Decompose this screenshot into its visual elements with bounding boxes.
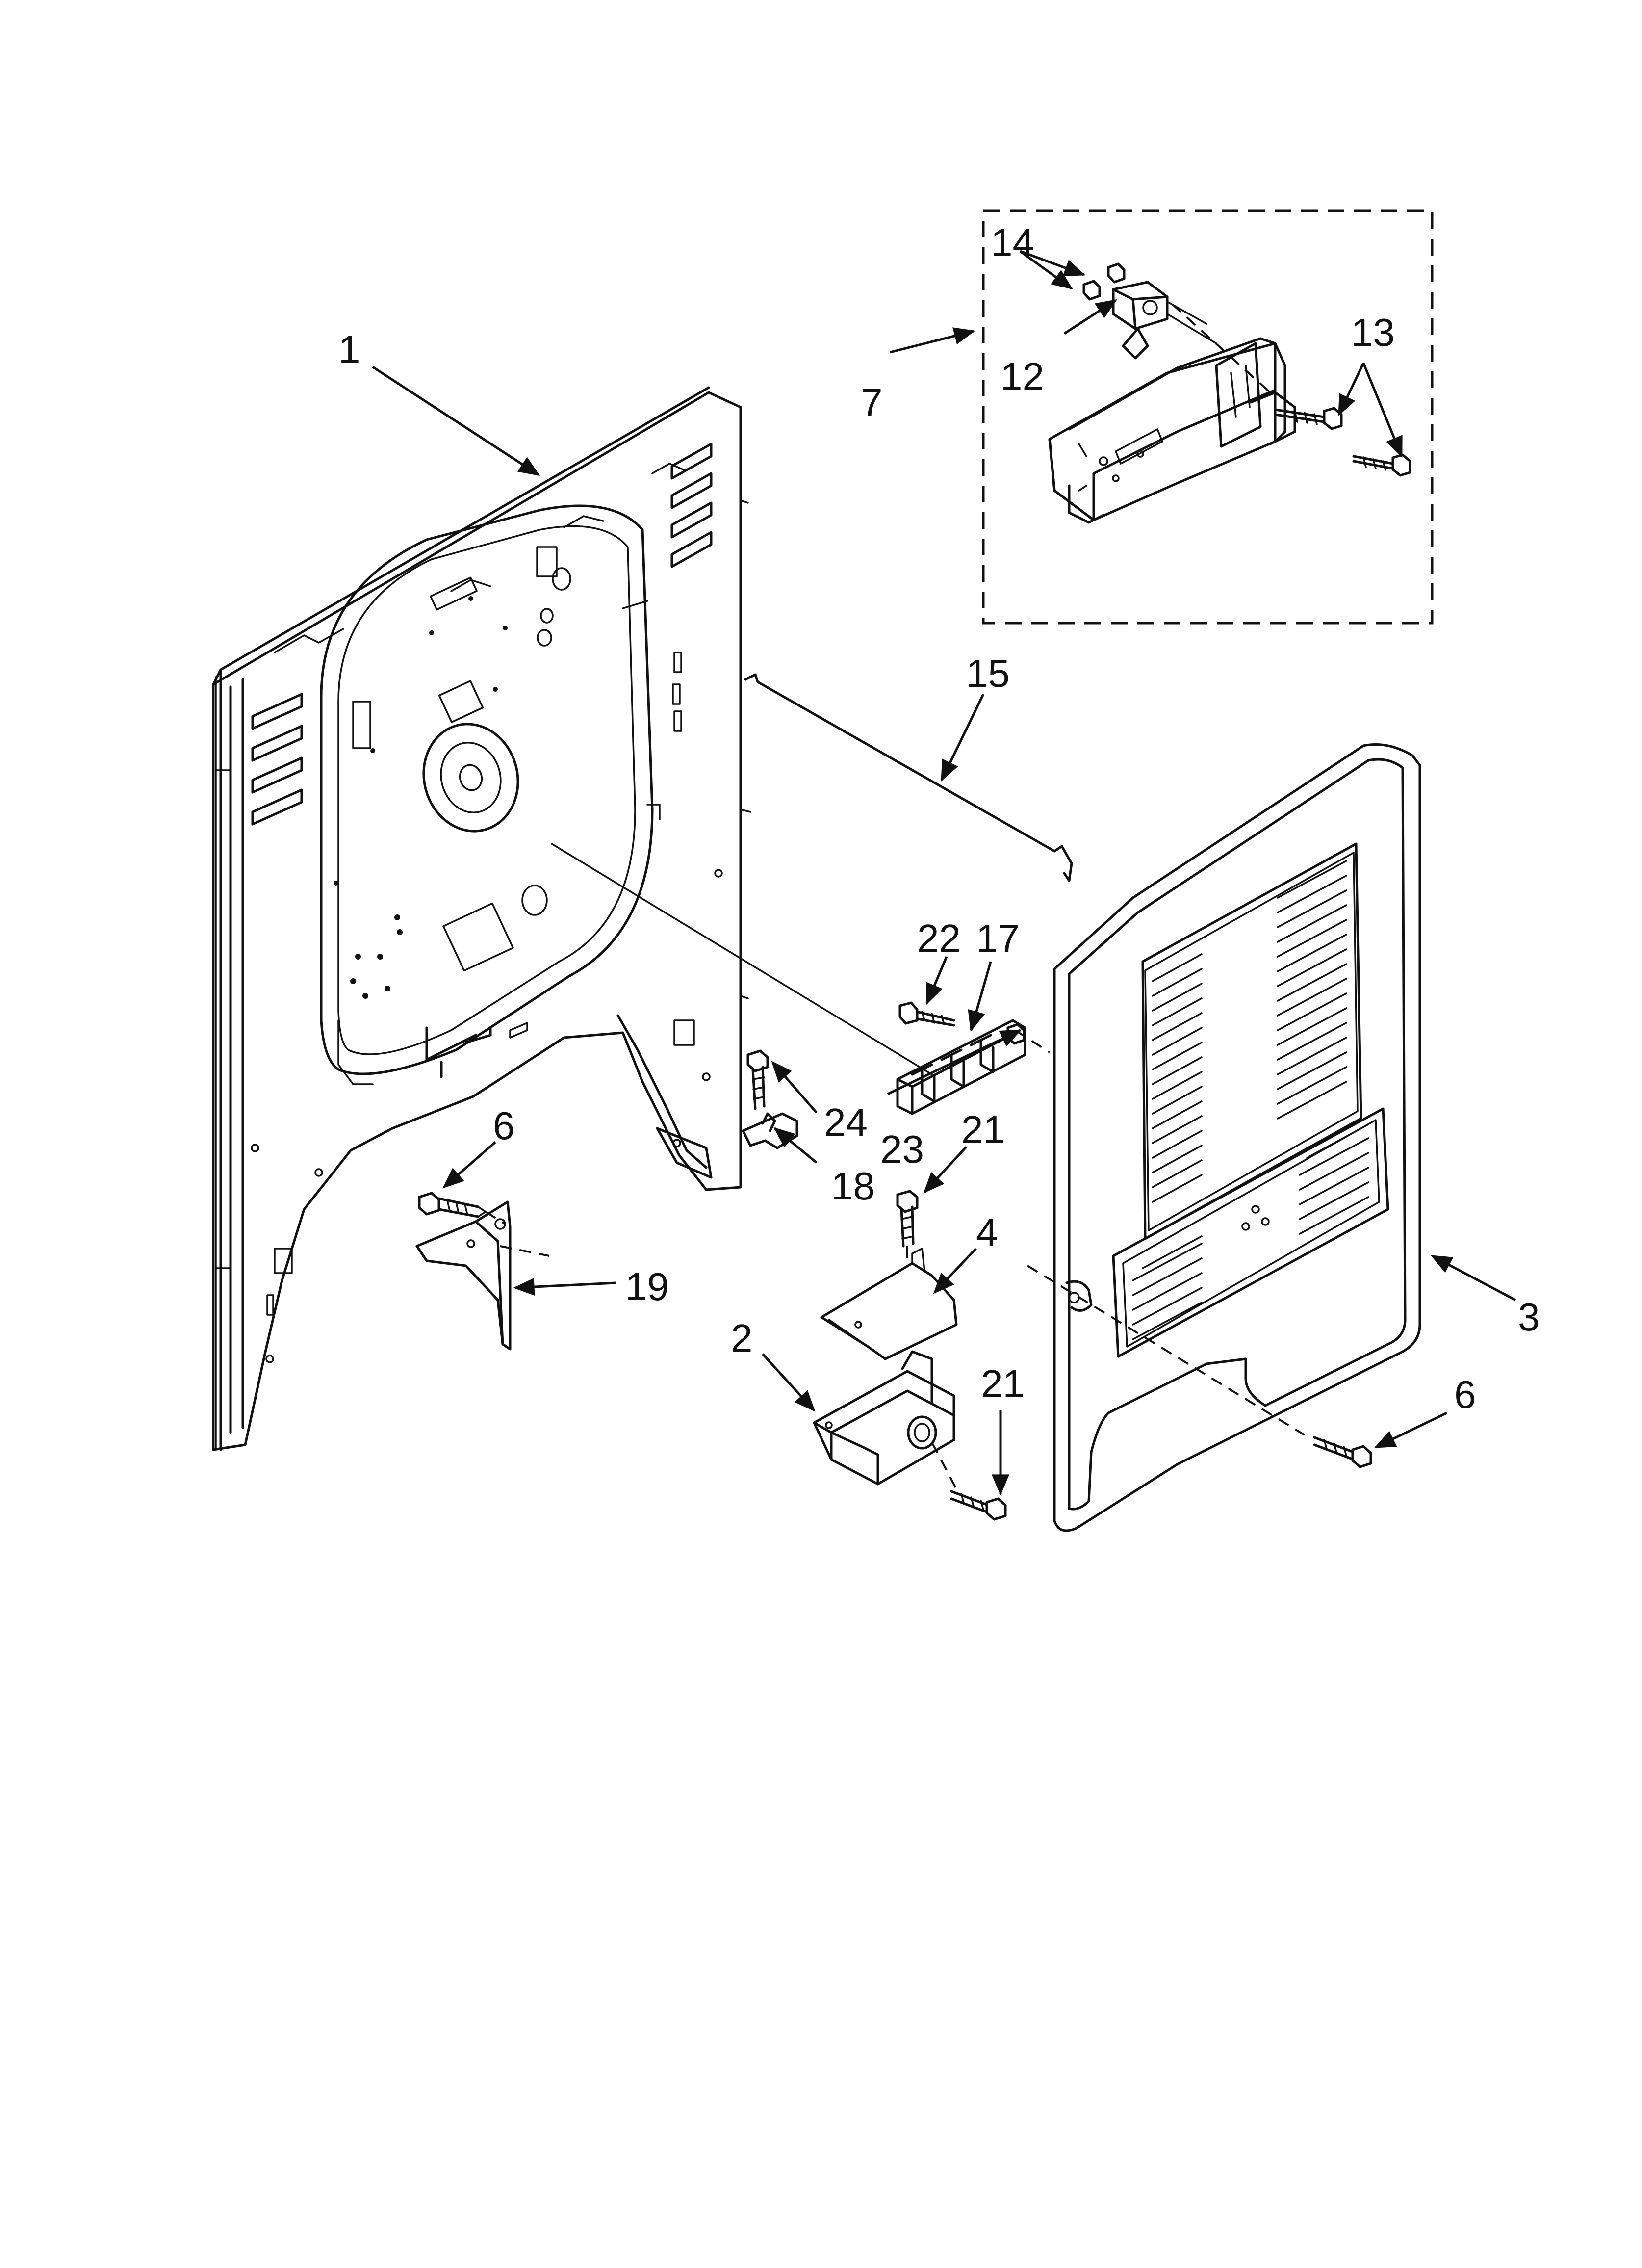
bracket-assembly-part-7 — [982, 209, 1434, 625]
callout-23: 23 — [880, 1127, 924, 1171]
callout-14: 14 — [991, 221, 1034, 264]
callout-4: 4 — [976, 1211, 998, 1254]
callout-3: 3 — [1518, 1295, 1540, 1339]
callout-17: 17 — [976, 916, 1020, 960]
callout-arrows — [372, 250, 1516, 1496]
callout-12: 12 — [1001, 355, 1044, 398]
side-panel-part-3 — [1053, 743, 1421, 1532]
upper-grille-lines — [1152, 860, 1347, 1203]
callout-6-right: 6 — [1454, 1373, 1476, 1416]
callout-19: 19 — [625, 1265, 669, 1308]
plate-part-4 — [820, 1246, 958, 1360]
screw-part-6-left — [418, 1192, 506, 1225]
callout-24: 24 — [824, 1100, 868, 1144]
callout-6-left: 6 — [493, 1104, 515, 1147]
screw-part-24 — [746, 1049, 769, 1110]
clip-part-18 — [742, 1112, 798, 1149]
callout-13: 13 — [1351, 311, 1395, 354]
callout-1: 1 — [338, 328, 360, 371]
callout-22: 22 — [917, 916, 961, 960]
box-part-2 — [813, 1350, 955, 1486]
callout-7: 7 — [861, 381, 883, 424]
bracket-part-19 — [415, 1200, 550, 1351]
callout-21-lower: 21 — [981, 1362, 1025, 1406]
callout-15: 15 — [966, 652, 1010, 695]
callout-21-upper: 21 — [961, 1108, 1005, 1151]
rod-part-15 — [744, 673, 1073, 882]
screw-part-6-right — [1313, 1436, 1372, 1468]
callout-18: 18 — [831, 1164, 875, 1208]
screw-part-21-upper — [896, 1190, 919, 1248]
callout-2: 2 — [731, 1316, 753, 1360]
callout-labels: 1 2 3 4 6 6 7 12 13 14 15 17 18 19 21 21… — [338, 221, 1540, 1416]
screw-part-21-lower — [950, 1490, 1007, 1521]
lower-grille-lines — [1132, 1123, 1369, 1340]
rear-panel-part-1 — [212, 386, 751, 1451]
